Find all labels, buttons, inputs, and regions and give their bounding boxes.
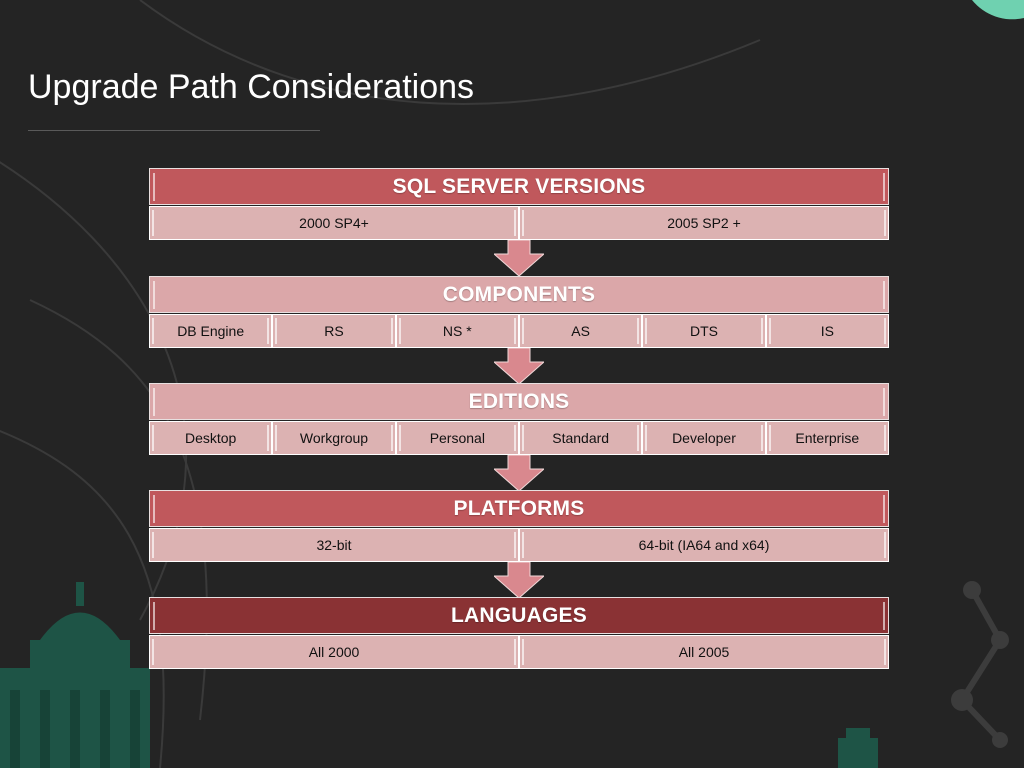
level-items: 32-bit 64-bit (IA64 and x64) xyxy=(149,528,889,562)
down-arrow-icon xyxy=(494,348,544,384)
level-item: DB Engine xyxy=(149,314,273,348)
level-items: Desktop Workgroup Personal Standard Deve… xyxy=(149,421,889,455)
level-items: All 2000 All 2005 xyxy=(149,635,889,669)
level-items: DB Engine RS NS * AS DTS IS xyxy=(149,314,889,348)
level-item: Developer xyxy=(642,421,766,455)
level-item: Standard xyxy=(518,421,643,455)
level-platforms: PLATFORMS 32-bit 64-bit (IA64 and x64) xyxy=(149,490,889,562)
down-arrow-icon xyxy=(494,455,544,491)
level-sql-server-versions: SQL SERVER VERSIONS 2000 SP4+ 2005 SP2 + xyxy=(149,168,889,240)
level-item: AS xyxy=(518,314,643,348)
level-header: COMPONENTS xyxy=(149,276,889,313)
title-divider xyxy=(28,130,320,131)
level-item: Enterprise xyxy=(765,421,889,455)
level-item: 32-bit xyxy=(149,528,519,562)
level-header: EDITIONS xyxy=(149,383,889,420)
down-arrow-icon xyxy=(494,562,544,598)
down-arrow-icon xyxy=(494,240,544,276)
level-items: 2000 SP4+ 2005 SP2 + xyxy=(149,206,889,240)
level-item: 2005 SP2 + xyxy=(519,206,889,240)
molecule-nodes xyxy=(951,581,1009,748)
level-item: All 2005 xyxy=(519,635,889,669)
building-silhouette xyxy=(0,582,878,768)
level-item: 2000 SP4+ xyxy=(149,206,519,240)
level-header: PLATFORMS xyxy=(149,490,889,527)
upgrade-path-diagram: SQL SERVER VERSIONS 2000 SP4+ 2005 SP2 +… xyxy=(149,168,889,669)
slide-title: Upgrade Path Considerations xyxy=(28,68,475,106)
level-item: RS xyxy=(272,314,396,348)
corner-accent-circle xyxy=(972,0,1024,20)
level-item: Workgroup xyxy=(272,421,396,455)
level-item: Desktop xyxy=(149,421,273,455)
level-item: All 2000 xyxy=(149,635,519,669)
level-languages: LANGUAGES All 2000 All 2005 xyxy=(149,597,889,669)
level-item: 64-bit (IA64 and x64) xyxy=(519,528,889,562)
level-item: IS xyxy=(765,314,889,348)
level-header: SQL SERVER VERSIONS xyxy=(149,168,889,205)
level-item: Personal xyxy=(395,421,519,455)
level-item: NS * xyxy=(395,314,519,348)
level-header: LANGUAGES xyxy=(149,597,889,634)
level-components: COMPONENTS DB Engine RS NS * AS DTS IS xyxy=(149,276,889,348)
level-editions: EDITIONS Desktop Workgroup Personal Stan… xyxy=(149,383,889,455)
level-item: DTS xyxy=(642,314,766,348)
